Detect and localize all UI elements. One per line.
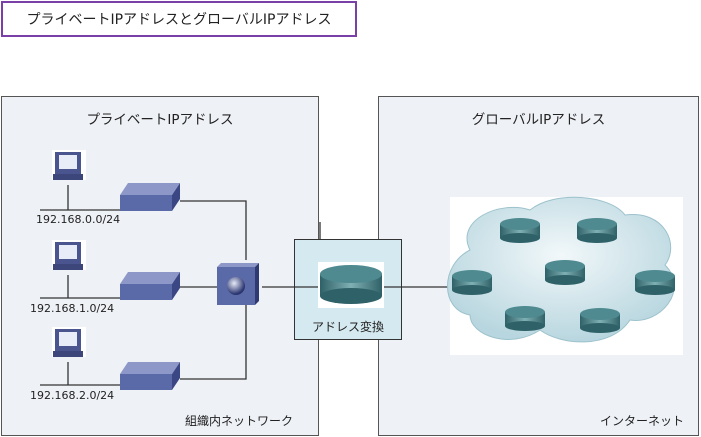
global-zone-label: グローバルIPアドレス: [471, 112, 606, 128]
router-icon: [635, 270, 675, 295]
diagram-title-text: プライベートIPアドレスとグローバルIPアドレス: [26, 12, 332, 28]
links: [40, 185, 455, 386]
cloud-routers: [452, 218, 675, 333]
pc-icon: [52, 327, 86, 357]
private-zone-label: プライベートIPアドレス: [86, 112, 234, 128]
nat-router-icon: [318, 262, 384, 308]
router-icon: [452, 270, 492, 295]
subnet-label-1: 192.168.1.0/24: [30, 302, 115, 315]
switch-icon: [120, 362, 180, 390]
router-icon: [580, 308, 620, 333]
router-icon: [545, 260, 585, 285]
router-icon: [500, 218, 540, 243]
global-zone-footer: インターネット: [600, 414, 685, 428]
uplink-2: [180, 305, 247, 380]
pc-icon: [52, 240, 86, 270]
pc-icon: [52, 150, 86, 180]
diagram-title: プライベートIPアドレスとグローバルIPアドレス: [1, 1, 357, 37]
private-zone-footer: 組織内ネットワーク: [185, 414, 294, 428]
uplink-0: [180, 200, 247, 260]
switch-icon: [120, 272, 180, 300]
subnet-label-0: 192.168.0.0/24: [36, 213, 121, 226]
l3-switch-icon: [217, 263, 259, 305]
router-icon: [505, 306, 545, 331]
router-icon: [577, 218, 617, 243]
switch-icon: [120, 183, 180, 211]
nat-label: アドレス変換: [311, 320, 384, 334]
subnet-label-2: 192.168.2.0/24: [30, 389, 115, 402]
